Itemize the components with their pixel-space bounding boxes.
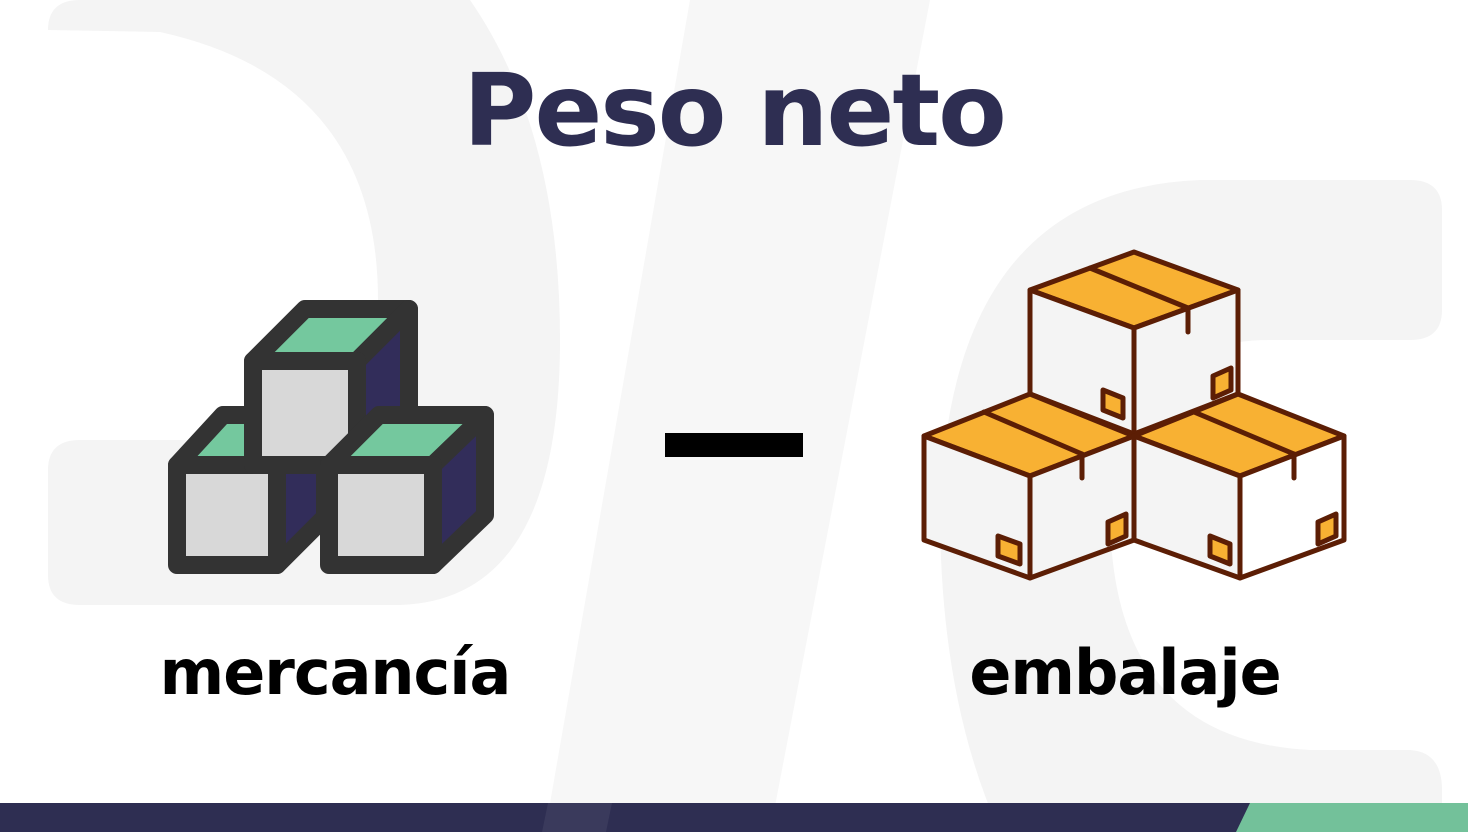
- stacked-boxes-icon: [921, 249, 1347, 581]
- footer-band: [0, 803, 1468, 832]
- page-title: Peso neto: [463, 52, 1007, 169]
- mercancia-label: mercancía: [159, 636, 512, 709]
- stacked-cubes-icon: [168, 300, 494, 574]
- embalaje-label: embalaje: [969, 636, 1281, 709]
- minus-icon: [665, 433, 803, 457]
